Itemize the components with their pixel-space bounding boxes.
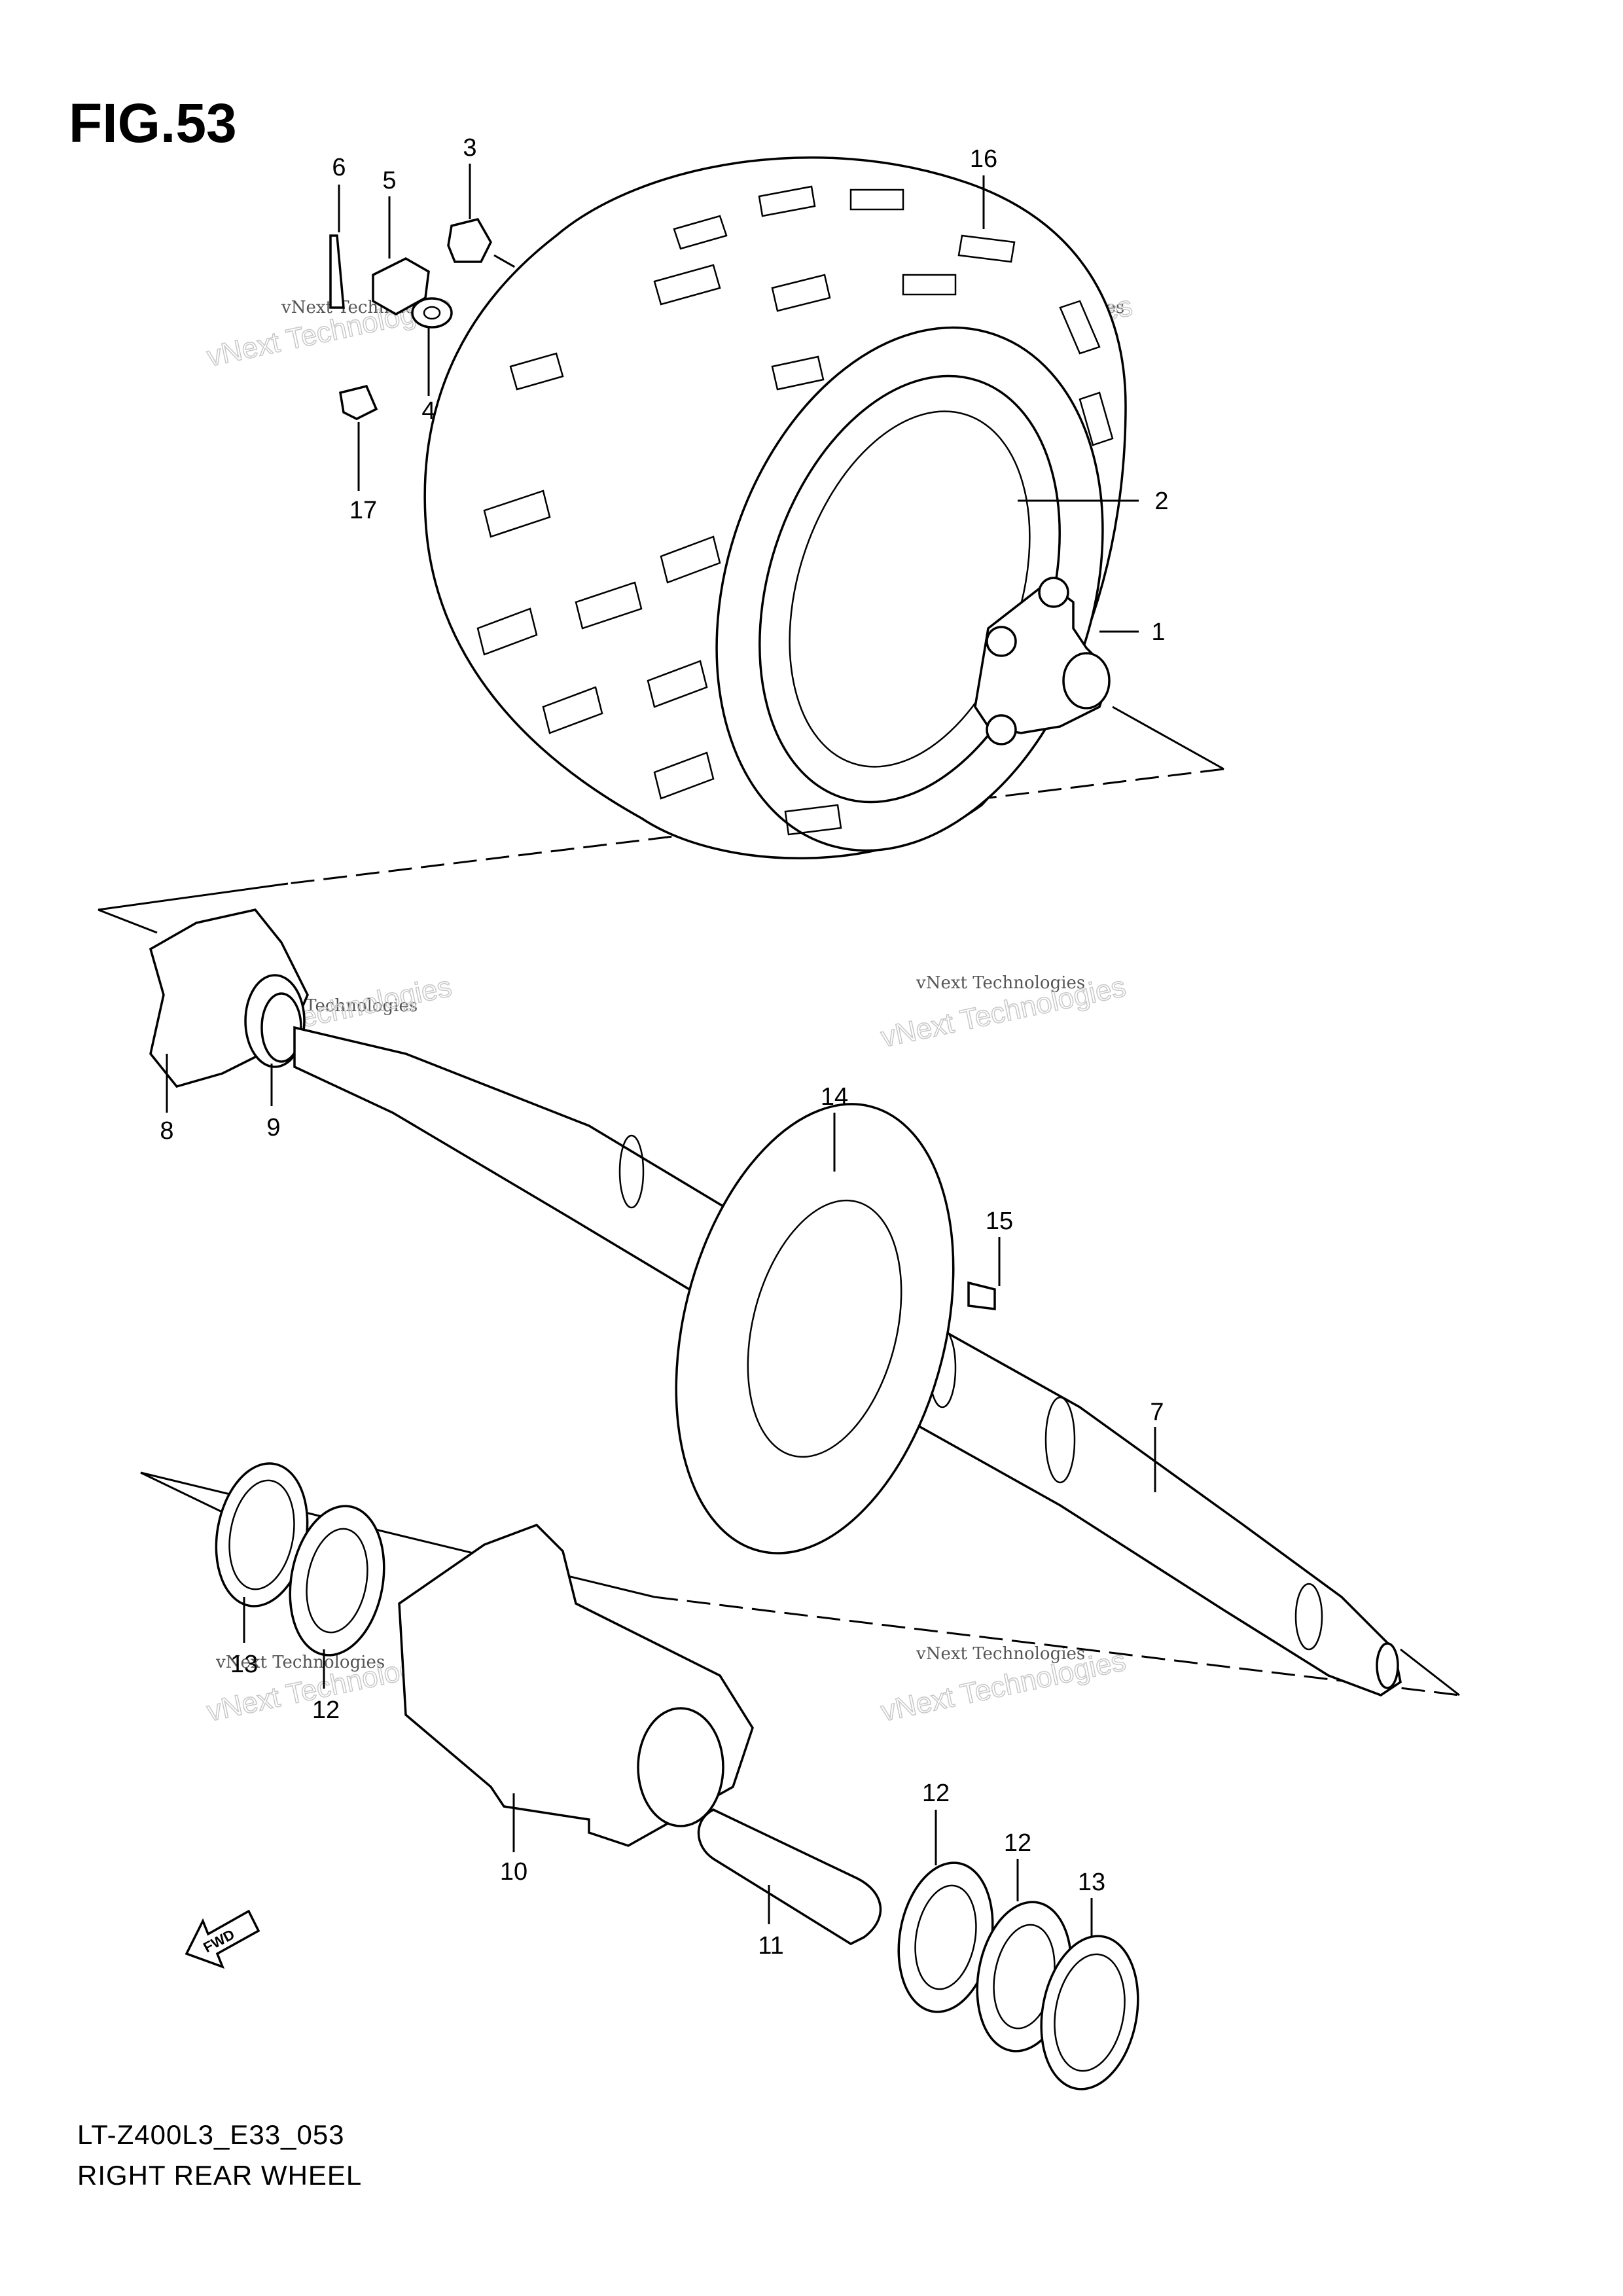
callout-3: 3 xyxy=(463,134,476,162)
hub-stud xyxy=(986,714,1017,745)
fwd-arrow-icon xyxy=(185,1909,260,1969)
axle-spacer xyxy=(697,1808,882,1946)
oil-seal xyxy=(1040,1935,1139,2090)
cotter-pin xyxy=(329,234,345,309)
callout-14: 14 xyxy=(821,1083,848,1111)
disc-bolt xyxy=(967,1281,996,1310)
callout-12: 12 xyxy=(922,1780,950,1807)
callout-8: 8 xyxy=(160,1117,173,1145)
hub-stud xyxy=(986,626,1017,657)
leader-lines xyxy=(166,164,1156,1937)
callout-12: 12 xyxy=(1004,1829,1031,1857)
assembly-line xyxy=(140,1471,236,1520)
valve-stem xyxy=(339,384,378,420)
callout-11: 11 xyxy=(758,1932,783,1960)
watermark-text: vNext Technologies xyxy=(916,1644,1085,1664)
callout-5: 5 xyxy=(382,167,396,194)
callout-7: 7 xyxy=(1150,1399,1164,1426)
brake-disc-assembly xyxy=(675,1103,996,1554)
callout-16: 16 xyxy=(970,145,997,173)
callout-9: 9 xyxy=(266,1114,280,1141)
model-code: LT-Z400L3_E33_053 xyxy=(77,2119,345,2150)
callout-13: 13 xyxy=(230,1651,258,1678)
wheel-hub xyxy=(974,577,1111,745)
small-hardware xyxy=(329,217,492,420)
assembly-line xyxy=(1400,1648,1460,1696)
castle-nut xyxy=(372,257,430,316)
callout-1: 1 xyxy=(1151,619,1165,646)
brake-disc xyxy=(675,1103,955,1554)
figure-title: FIG.53 xyxy=(69,92,237,154)
assembly-line xyxy=(1112,706,1224,770)
watermark-text: vNext Technologies xyxy=(916,973,1085,993)
callout-17: 17 xyxy=(349,497,377,524)
callout-6: 6 xyxy=(332,154,346,181)
axle-end xyxy=(1376,1642,1399,1689)
o-ring xyxy=(260,992,302,1063)
hub-center xyxy=(1062,652,1111,709)
hub-stud xyxy=(1038,577,1069,608)
callout-15: 15 xyxy=(986,1208,1013,1235)
callout-10: 10 xyxy=(500,1858,527,1886)
tire-tread-blocks xyxy=(476,185,1114,836)
wheel-nut xyxy=(447,217,492,263)
washer xyxy=(411,297,453,329)
callout-12: 12 xyxy=(312,1696,340,1724)
watermark-text: vNext Technologies xyxy=(215,1653,385,1672)
carrier-bore xyxy=(637,1707,724,1827)
callout-13: 13 xyxy=(1078,1869,1105,1896)
callouts: 6 5 3 16 4 17 2 1 9 8 14 15 7 13 12 10 1… xyxy=(160,134,1168,1960)
axle-hub xyxy=(149,908,309,1088)
callout-4: 4 xyxy=(421,397,435,425)
forward-arrow: FWD xyxy=(185,1909,260,1969)
dashed-axis-line xyxy=(654,1596,1460,1696)
assembly-line xyxy=(98,882,289,911)
assembly-line xyxy=(98,908,158,934)
assembly-name: RIGHT REAR WHEEL xyxy=(77,2160,363,2191)
callout-2: 2 xyxy=(1154,488,1168,515)
axle-carrier-assembly xyxy=(215,1462,1139,2090)
